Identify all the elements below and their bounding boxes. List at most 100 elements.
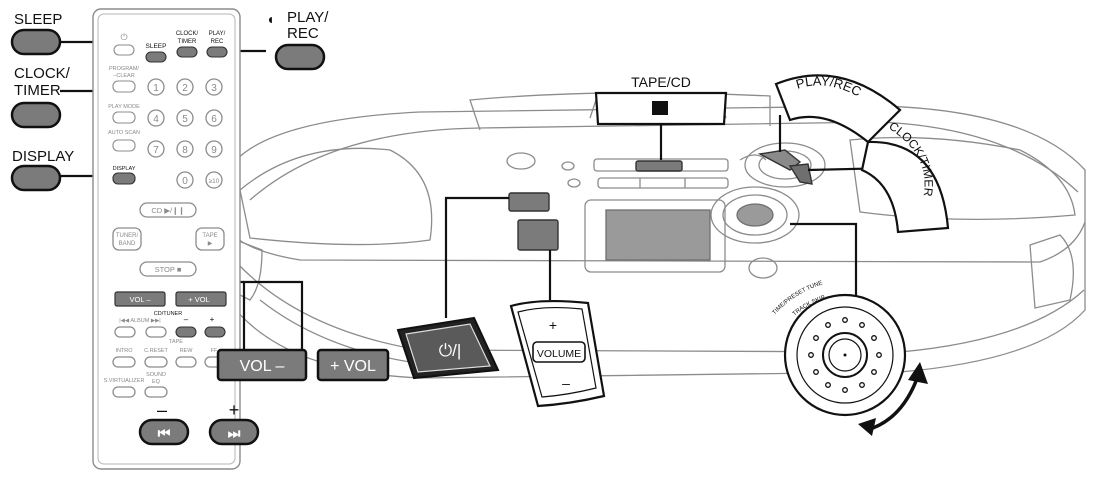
remote-album-up-button[interactable] xyxy=(145,326,167,338)
callout-skip-plus-label: + xyxy=(229,400,240,420)
remote-album-down-button[interactable] xyxy=(114,326,136,338)
remote-digit-label: 7 xyxy=(153,145,159,156)
remote-c-reset-button[interactable] xyxy=(144,356,168,368)
remote-skip-forward-button[interactable] xyxy=(204,326,226,338)
remote-digit-1[interactable] xyxy=(147,78,165,96)
callout-clock-icon: ◖ xyxy=(266,11,274,27)
remote-power-label: ⏻ xyxy=(120,32,127,42)
remote-stop-label: STOP ■ xyxy=(155,265,182,274)
callout-vol-minus-button xyxy=(216,348,308,382)
remote-intro-button[interactable] xyxy=(112,356,136,368)
remote-tape-label-1: TAPE xyxy=(202,233,217,239)
callout-volume-label: VOLUME xyxy=(537,348,581,360)
remote-cd-label: CD ▶/❙❙ xyxy=(151,206,184,215)
remote-autoscan-label: AUTO SCAN xyxy=(108,130,140,136)
remote-digit-2[interactable] xyxy=(176,78,194,96)
callout-playrec-label-1: PLAY/ xyxy=(287,9,329,26)
remote-display-button[interactable] xyxy=(112,172,136,185)
callout-tape-cd-label: TAPE/CD xyxy=(631,74,691,90)
remote-digit-label: ≥10 xyxy=(209,178,220,185)
callout-sleep-label: SLEEP xyxy=(14,11,62,28)
callout-vol-plus-button xyxy=(316,348,390,382)
remote-digit-3[interactable] xyxy=(205,78,223,96)
remote-sound-label-2: EQ xyxy=(152,379,161,385)
remote-tuner-label-2: BAND xyxy=(119,241,136,247)
remote-tuner-label-1: TUNER/ xyxy=(116,233,139,239)
remote-digit-7[interactable] xyxy=(147,140,165,158)
remote-sound-eq-button[interactable] xyxy=(144,386,168,398)
remote-sound-label-1: SOUND xyxy=(146,372,166,378)
remote-svirtualizer-label: S.VIRTUALIZER xyxy=(104,378,145,384)
device-play-rec-button[interactable] xyxy=(757,149,802,171)
callout-jog-dial xyxy=(783,293,907,417)
remote-digit-6[interactable] xyxy=(205,109,223,127)
remote-playrec-label-1: PLAY/ xyxy=(209,31,226,37)
remote-display-label: DISPLAY xyxy=(113,166,136,172)
callout-power-button xyxy=(405,323,491,373)
callout-clock-label-2: TIMER xyxy=(14,82,61,99)
callout-display-label: DISPLAY xyxy=(12,148,74,165)
remote-program-label-1: PROGRAM/ xyxy=(109,66,139,72)
remote-digit-8[interactable] xyxy=(176,140,194,158)
arrow-head-icon xyxy=(858,418,876,436)
remote-cd-play-button[interactable] xyxy=(139,202,197,218)
device-tape-cd-button[interactable] xyxy=(635,160,683,172)
callout-vol-minus-label: VOL – xyxy=(240,358,285,375)
remote-digit-label: 5 xyxy=(182,114,188,125)
remote-tape-play-button[interactable] xyxy=(195,227,225,251)
device-power-button[interactable] xyxy=(508,192,550,212)
remote-digit-label: 9 xyxy=(211,145,217,156)
remote-vol-minus-label: VOL – xyxy=(130,295,152,304)
remote-ff-label: FF xyxy=(211,348,218,354)
remote-tape-section-label: TAPE xyxy=(169,339,183,345)
device-clock-timer-button[interactable] xyxy=(788,163,813,185)
callout-volume-plus: + xyxy=(549,317,557,333)
remote-digit-label: 2 xyxy=(182,83,188,94)
remote-digit-4[interactable] xyxy=(147,109,165,127)
remote-stop-button[interactable] xyxy=(139,261,197,277)
device-volume-rocker[interactable] xyxy=(517,219,559,251)
remote-vol-plus-label: + VOL xyxy=(188,295,209,304)
callout-skip-forward-button xyxy=(208,418,260,446)
remote-rew-button[interactable] xyxy=(175,356,197,368)
boombox-body xyxy=(227,92,1086,379)
remote-digit-label: 3 xyxy=(211,83,217,94)
remote-power-button[interactable] xyxy=(113,44,135,56)
skip-forward-icon: ⏭ xyxy=(228,425,241,441)
callout-volume-key xyxy=(532,341,586,363)
remote-clock-label-1: CLOCK/ xyxy=(176,31,199,37)
stop-square-icon xyxy=(652,101,668,115)
callout-clock-timer-arc xyxy=(860,140,950,234)
callout-skip-back-button xyxy=(138,418,190,446)
remote-digit-10plus[interactable] xyxy=(205,171,223,189)
remote-digit-0[interactable] xyxy=(176,171,194,189)
remote-digit-9[interactable] xyxy=(205,140,223,158)
remote-program-clear-button[interactable] xyxy=(112,80,136,93)
remote-sleep-button[interactable] xyxy=(145,51,167,63)
remote-skip-minus-label: – xyxy=(184,315,189,324)
callout-display-button xyxy=(10,164,62,192)
remote-digit-label: 0 xyxy=(182,176,188,187)
remote-number-pad xyxy=(147,78,223,189)
remote-s-virtualizer-button[interactable] xyxy=(112,386,136,398)
remote-vol-plus-button[interactable] xyxy=(175,291,227,307)
remote-vol-minus-button[interactable] xyxy=(114,291,166,307)
remote-playmode-label: PLAY MODE xyxy=(108,104,140,110)
arrow-head-icon xyxy=(908,362,928,384)
remote-play-mode-button[interactable] xyxy=(112,111,136,124)
callout-play-rec-button xyxy=(274,43,326,71)
callout-skip-minus-label: – xyxy=(157,400,167,420)
remote-skip-back-button[interactable] xyxy=(175,326,197,338)
callout-power-label: ⏻/| xyxy=(439,341,462,360)
remote-cd-tuner-label: CD/TUNER xyxy=(154,311,182,317)
remote-clock-timer-button[interactable] xyxy=(176,46,198,58)
callout-sleep-button xyxy=(10,28,62,56)
remote-program-label-2: –CLEAR xyxy=(113,73,134,79)
remote-auto-scan-button[interactable] xyxy=(112,139,136,152)
remote-tuner-band-button[interactable] xyxy=(112,227,142,251)
remote-digit-label: 8 xyxy=(182,145,188,156)
remote-rew-label: REW xyxy=(180,348,194,354)
callout-playrec-label-2: REC xyxy=(287,25,319,42)
remote-play-rec-button[interactable] xyxy=(206,46,228,58)
remote-digit-5[interactable] xyxy=(176,109,194,127)
